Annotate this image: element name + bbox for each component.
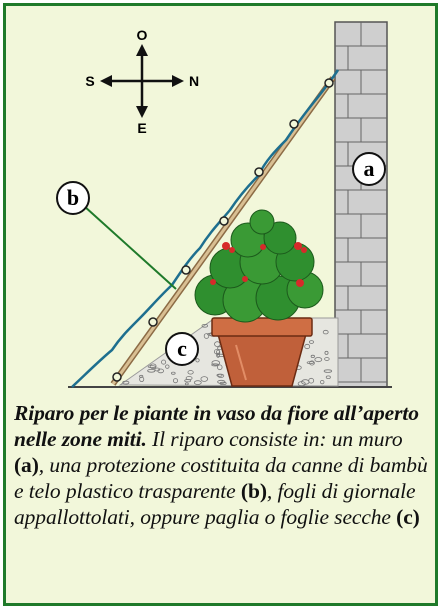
brick-wall bbox=[334, 21, 388, 388]
caption-part-3: , fogli di giornale appallottolati, oppu… bbox=[14, 479, 416, 529]
label-b-leader bbox=[83, 205, 177, 290]
bamboo-cane-shelter bbox=[71, 69, 340, 388]
compass-right-label: N bbox=[189, 73, 199, 89]
caption-part-2: , una protezione costituita da canne di … bbox=[14, 453, 428, 503]
arrow-west-icon bbox=[100, 75, 112, 87]
caption-ref-a: (a) bbox=[14, 453, 39, 477]
label-a: a bbox=[364, 156, 375, 181]
arrow-east-icon bbox=[172, 75, 184, 87]
compass: O E S N bbox=[85, 27, 199, 136]
geranium-plant bbox=[194, 209, 324, 323]
compass-left-label: S bbox=[85, 73, 94, 89]
caption-ref-c: (c) bbox=[396, 505, 420, 529]
caption-lead: Riparo per le piante in vaso da fiore al… bbox=[14, 401, 419, 451]
label-b-badge: b bbox=[56, 181, 177, 290]
label-c: c bbox=[177, 336, 187, 361]
plastic-sheet-line bbox=[71, 69, 340, 388]
label-b: b bbox=[67, 185, 79, 210]
label-c-badge: c bbox=[165, 332, 199, 366]
compass-bottom-label: E bbox=[137, 120, 146, 136]
flower-pot bbox=[211, 317, 313, 387]
label-a-badge: a bbox=[352, 152, 386, 186]
compass-top-label: O bbox=[137, 27, 148, 43]
caption-text: Riparo per le piante in vaso da fiore al… bbox=[14, 400, 434, 530]
caption-ref-b: (b) bbox=[240, 479, 267, 503]
arrow-north-icon bbox=[136, 44, 148, 56]
caption-part-1: Il riparo consiste in: un muro bbox=[146, 427, 403, 451]
arrow-south-icon bbox=[136, 106, 148, 118]
